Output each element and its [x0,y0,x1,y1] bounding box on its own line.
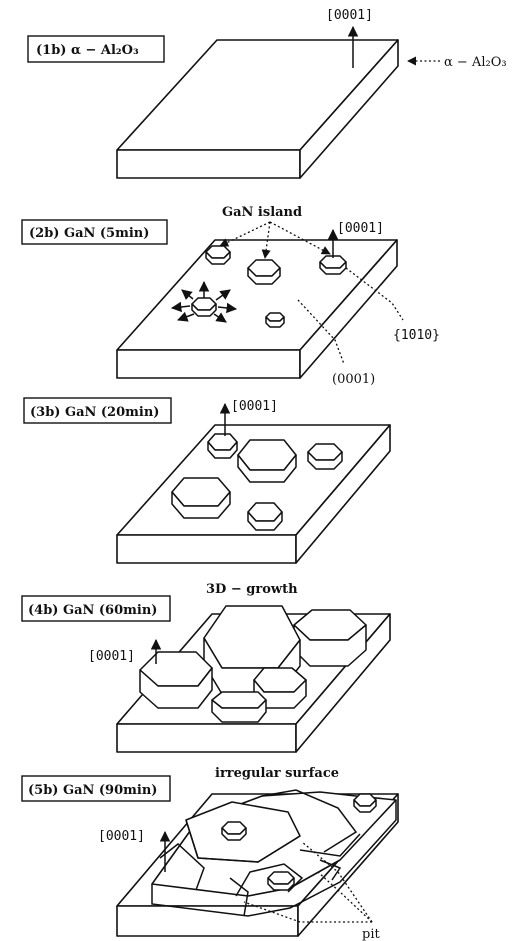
gan-island [265,312,285,328]
panel-2: (2b) GaN (5min) [21,205,440,387]
gan-island [319,255,347,275]
panel-1: (1b) α − Al₂O₃ [0001] α − Al₂O₃ [27,8,507,179]
panel-2-label: (2b) GaN (5min) [29,226,149,241]
gan-island-label: GaN island [222,205,302,220]
merged-island [211,691,267,723]
panel-2-direction: [0001] [337,221,384,236]
gan-island [267,871,295,891]
gan-island [307,443,343,470]
merged-island [139,651,213,709]
gan-island [207,433,238,459]
panel-2-label-box [21,219,168,245]
gan-island [247,502,283,531]
panel-5-direction: [0001] [98,829,145,844]
merged-island [253,667,307,709]
gan-film [151,789,397,917]
surface-label: irregular surface [215,766,339,781]
pit-pointer [301,841,373,923]
panel-4-label: (4b) GaN (60min) [28,603,157,618]
gan-island [353,793,377,813]
panel-3: (3b) GaN (20min) [0001] [23,397,391,564]
gan-island [247,259,281,285]
panel-5: (5b) GaN (90min) irregular surface [21,766,399,941]
pit-label: pit [362,927,380,941]
panel-1-label-box [27,35,165,63]
merged-island [293,609,367,667]
plane-label: (0001) [332,372,375,387]
panel-1-label: (1b) α − Al₂O₃ [36,43,139,58]
plane-pointer [297,299,345,365]
panel-4: (4b) GaN (60min) 3D − growth [000 [21,582,391,753]
island-pointer [219,221,271,247]
panel-3-direction: [0001] [231,399,278,414]
gan-island [237,439,297,483]
substrate-label: α − Al₂O₃ [444,55,507,70]
pit-pointer [243,901,372,923]
pit-pointer [317,871,373,923]
panel-3-label-box [23,397,172,424]
gan-island [221,821,247,841]
gan-island [171,477,231,519]
gan-island [205,245,231,265]
facet-label: {1̄010} [393,328,440,343]
panel-5-label-box [21,775,171,802]
growth-mode-label: 3D − growth [206,582,298,597]
facet-pointer [345,267,404,321]
panel-3-label: (3b) GaN (20min) [30,405,159,420]
island-pointer [261,221,271,259]
substrate-1 [116,39,399,179]
panel-1-direction: [0001] [326,8,373,23]
gan-island-lateral-growth [170,280,238,323]
panel-4-label-box [21,595,171,622]
panel-4-direction: [0001] [88,649,135,664]
panel-5-label: (5b) GaN (90min) [28,783,157,798]
